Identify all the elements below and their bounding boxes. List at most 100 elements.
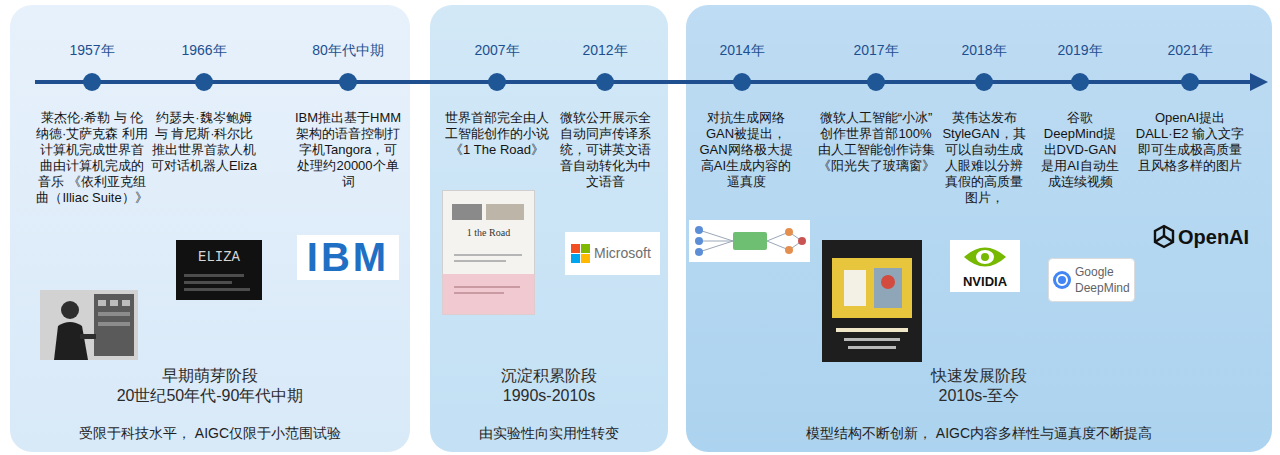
openai-mark-part-part: [1164, 236, 1173, 242]
gan-network-figure-part-part: [699, 241, 733, 242]
microsoft-logo-ground-part: [565, 232, 660, 275]
timeline-axis-part: [195, 73, 213, 91]
gan-network-figure-part: [785, 246, 793, 254]
logo-text: NVIDIA: [950, 274, 1020, 290]
gan-network-figure-part: [689, 220, 810, 262]
year-label: 80年代中期: [298, 41, 398, 59]
nvidia-logo-ground-part: [964, 248, 1006, 267]
novel-cover-part: [452, 204, 482, 220]
deepmind-logo-ground-part: [1053, 271, 1071, 289]
nvidia-logo-ground-part: [981, 253, 989, 261]
gan-network-figure-part: [798, 237, 806, 245]
novel-cover-part: [454, 254, 522, 256]
nvidia-logo-ground-part: [976, 250, 994, 264]
openai-mark-part-part: [1155, 236, 1164, 242]
poetry-cover-part: [836, 328, 908, 332]
novel-cover-part: [443, 274, 535, 315]
eliza-screen-part: [184, 288, 250, 291]
year-label: 2019年: [1035, 41, 1125, 59]
timeline-axis-part: [867, 73, 885, 91]
timeline-axis-part: [83, 73, 101, 91]
gan-network-figure-part: [733, 232, 767, 250]
poetry-cover-part: [844, 270, 866, 306]
stage-heading-group: 沉淀积累阶段1990s-2010s: [430, 366, 668, 406]
microsoft-logo-ground-part: [571, 254, 580, 263]
microsoft-logo-ground-part: [581, 254, 590, 263]
timeline-axis-part: [35, 80, 1252, 84]
stage-heading-group: 早期萌芽阶段20世纪50年代-90年代中期: [10, 366, 410, 406]
stage-note: 由实验性向实用性转变: [430, 424, 668, 442]
poetry-cover-part: [832, 258, 912, 318]
gan-network-figure-part: [785, 228, 793, 236]
stage-title: 沉淀积累阶段: [430, 366, 668, 386]
stage-period: 20世纪50年代-90年代中期: [10, 386, 410, 406]
event-text: 谷歌DeepMind提出DVD-GAN是用AI自动生成连续视频: [1039, 110, 1121, 190]
eliza-screen-part: [176, 240, 262, 300]
gan-network-figure-part-part: [699, 230, 733, 241]
logo-text: OpenAI: [1178, 222, 1252, 252]
microsoft-logo-ground-part: [581, 244, 590, 253]
event-text: OpenAI提出DALL·E2 输入文字即可生成极高质量且风格多样的图片: [1135, 110, 1245, 174]
deepmind-logo-ground: [1048, 258, 1135, 302]
timeline-axis-part: [733, 73, 751, 91]
event-text: 微软公开展示全自动同声传译系统，可讲英文语音自动转化为中文语音: [556, 110, 654, 190]
year-label: 1966年: [154, 41, 254, 59]
event-text: 对抗生成网络GAN被提出，GAN网络极大提高AI生成内容的逼真度: [696, 110, 796, 190]
stage-note-group: 受限于科技水平， AIGC仅限于小范围试验: [10, 424, 410, 442]
logo-text: IBM: [297, 235, 399, 280]
photo-illustration-part: [98, 312, 130, 316]
novel-cover-part: [486, 204, 524, 220]
ibm-logo-ground-part: [297, 235, 399, 280]
logo-text: ELIZA: [176, 248, 262, 266]
photo-illustration-part: [80, 334, 96, 339]
year-label: 2014年: [692, 41, 792, 59]
gan-network-figure-part: [695, 237, 703, 245]
openai-mark-part-part: [1155, 226, 1173, 247]
photo-illustration-part: [40, 290, 138, 360]
gan-network-figure-part-part: [699, 241, 733, 252]
stage-period: 2010s-至今: [686, 386, 1272, 406]
openai-mark: [1150, 222, 1178, 252]
poetry-cover-part: [848, 346, 896, 349]
logo-text: Google DeepMind: [1075, 264, 1133, 296]
timeline-axis-part: [339, 73, 357, 91]
stage-panel: 早期萌芽阶段20世纪50年代-90年代中期受限于科技水平， AIGC仅限于小范围…: [10, 5, 410, 452]
novel-cover-part: [454, 286, 520, 288]
eliza-screen-part: [184, 274, 244, 277]
photo-illustration-part: [61, 301, 79, 319]
openai-mark-part-part: [1163, 226, 1165, 236]
poetry-cover-part: [881, 275, 895, 289]
stage-note: 受限于科技水平， AIGC仅限于小范围试验: [10, 424, 410, 442]
photo-illustration-part: [122, 300, 130, 306]
timeline-axis-part: [1071, 73, 1089, 91]
year-label: 2021年: [1140, 41, 1240, 59]
photo-illustration-part: [94, 294, 134, 356]
event-text: 世界首部完全由人工智能创作的小说《1 The Road》: [442, 110, 552, 158]
gan-network-figure-part: [695, 248, 703, 256]
openai-mark-part: [1155, 226, 1173, 247]
poetry-cover-part: [874, 268, 902, 308]
year-label: 2007年: [447, 41, 547, 59]
event-text: 英伟达发布StyleGAN，其可以自动生成人眼难以分辨真假的高质量图片，: [939, 110, 1029, 206]
year-label: 1957年: [42, 41, 142, 59]
poetry-cover-part: [844, 338, 900, 341]
year-label: 2018年: [939, 41, 1029, 59]
year-label: 2017年: [826, 41, 926, 59]
event-text: IBM推出基于HMM架构的语音控制打字机Tangora，可处理约20000个单词: [293, 110, 403, 190]
timeline-axis-part: [488, 73, 506, 91]
novel-cover: [442, 190, 535, 315]
eliza-screen-part: [184, 281, 232, 284]
gan-network-figure: [689, 220, 810, 262]
stage-note-group: 由实验性向实用性转变: [430, 424, 668, 442]
event-text: 微软人工智能“小冰”创作世界首部100%由人工智能创作诗集《阳光失了玻璃窗》: [816, 110, 936, 174]
stage-note-group: 模型结构不断创新， AIGC内容多样性与逼真度不断提高: [686, 424, 1272, 442]
stage-heading-group: 快速发展阶段2010s-至今: [686, 366, 1272, 406]
timeline-axis-part: [975, 73, 993, 91]
nvidia-logo-ground-part: [950, 240, 1020, 292]
timeline-axis-part: [596, 73, 614, 91]
microsoft-logo-ground-part: [571, 244, 580, 253]
photo-illustration-part: [110, 300, 118, 306]
novel-cover-part: [454, 260, 506, 262]
year-label: 2012年: [555, 41, 655, 59]
